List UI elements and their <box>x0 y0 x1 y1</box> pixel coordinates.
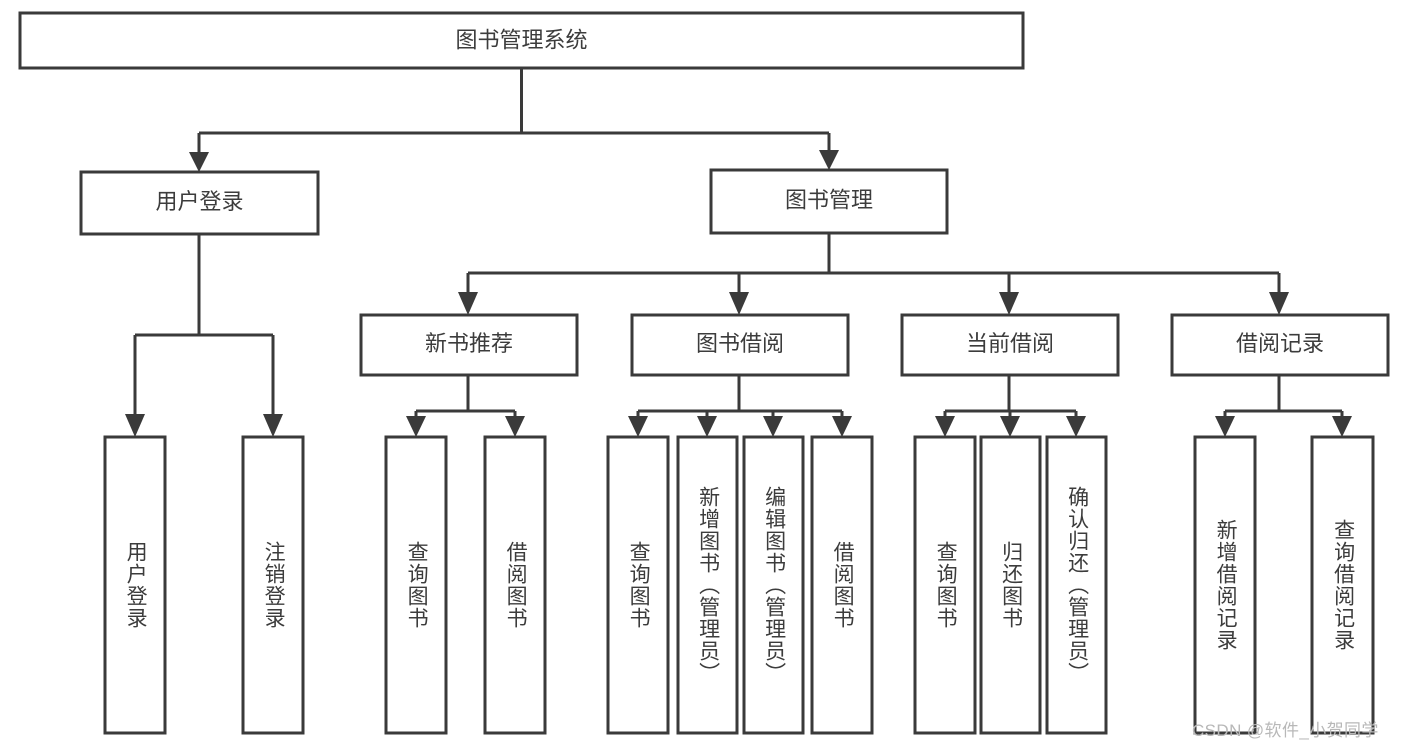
leaf-label: 用户登录 <box>124 541 148 629</box>
arrow-record-leaf2 <box>1332 416 1352 437</box>
node-current-borrow[interactable]: 当前借阅 <box>900 313 1120 377</box>
node-book-management[interactable]: 图书管理 <box>709 168 949 235</box>
leaf-box-user-login[interactable] <box>103 435 167 735</box>
leaf-box-return-book[interactable] <box>979 435 1042 735</box>
node-borrow-record-box[interactable] <box>1170 313 1390 377</box>
leaf-text-borrow-book[interactable]: 借阅图书 <box>812 437 872 733</box>
leaf-text-query-borrow-record[interactable]: 查询借阅记录 <box>1312 437 1373 733</box>
node-book-borrow-label: 图书借阅 <box>696 331 784 356</box>
leaf-box-query-book-current[interactable] <box>913 435 977 735</box>
node-user-login-label: 用户登录 <box>155 189 243 214</box>
arrow-record <box>1269 292 1289 315</box>
leaf-box-query-book-newbook[interactable] <box>384 435 448 735</box>
arrow-newbook-leaf1 <box>406 416 426 437</box>
leaf-text-borrow-book-newbook[interactable]: 借阅图书 <box>485 437 545 733</box>
arrow-book-mgmt <box>819 150 839 170</box>
arrow-borrow-leaf2 <box>697 416 717 437</box>
arrow-record-leaf1 <box>1215 416 1235 437</box>
leaf-box-layer <box>103 435 1375 735</box>
leaf-label: 查询借阅记录 <box>1331 519 1355 651</box>
leaf-text-confirm-return-admin[interactable]: 确认归还（管理员） <box>1047 437 1106 733</box>
node-current-borrow-label: 当前借阅 <box>966 331 1054 356</box>
node-book-borrow-box[interactable] <box>630 313 850 377</box>
leaf-box-query-book-borrow[interactable] <box>606 435 670 735</box>
arrow-current-leaf1 <box>935 416 955 437</box>
node-book-management-label: 图书管理 <box>785 187 873 212</box>
leaf-label: 确认归还（管理员） <box>1065 486 1089 684</box>
node-borrow-record-label: 借阅记录 <box>1236 331 1324 356</box>
node-book-management-box[interactable] <box>709 168 949 235</box>
leaf-box-borrow-book[interactable] <box>810 435 874 735</box>
leaf-label: 注销登录 <box>262 541 286 629</box>
leaf-text-user-login[interactable]: 用户登录 <box>105 437 165 733</box>
arrow-current <box>999 292 1019 315</box>
node-borrow-record[interactable]: 借阅记录 <box>1170 313 1390 377</box>
arrow-userlogin-leaf2 <box>263 414 283 437</box>
node-current-borrow-box[interactable] <box>900 313 1120 377</box>
leaf-box-logout[interactable] <box>241 435 305 735</box>
arrow-borrow-leaf3 <box>763 416 783 437</box>
node-root-label: 图书管理系统 <box>455 27 587 52</box>
arrow-userlogin-leaf1 <box>125 414 145 437</box>
leaf-text-query-book-current[interactable]: 查询图书 <box>915 437 975 733</box>
arrow-newbook-leaf2 <box>505 416 525 437</box>
leaf-text-add-borrow-record[interactable]: 新增借阅记录 <box>1195 437 1255 733</box>
leaf-label: 借阅图书 <box>504 541 528 629</box>
arrow-current-leaf3 <box>1066 416 1086 437</box>
leaf-box-edit-book-admin[interactable] <box>742 435 805 735</box>
leaf-box-add-book-admin[interactable] <box>676 435 739 735</box>
arrow-current-leaf2 <box>1000 416 1020 437</box>
leaf-text-query-book-borrow[interactable]: 查询图书 <box>608 437 668 733</box>
leaf-text-return-book[interactable]: 归还图书 <box>981 437 1040 733</box>
leaf-label: 查询图书 <box>934 541 958 629</box>
leaf-text-edit-book-admin[interactable]: 编辑图书（管理员） <box>744 437 803 733</box>
leaf-label: 归还图书 <box>999 541 1023 629</box>
leaf-text-add-book-admin[interactable]: 新增图书（管理员） <box>678 437 737 733</box>
leaf-box-query-borrow-record[interactable] <box>1310 435 1375 735</box>
leaf-box-borrow-book-newbook[interactable] <box>483 435 547 735</box>
leaf-label: 查询图书 <box>627 541 651 629</box>
leaf-text-logout[interactable]: 注销登录 <box>243 437 303 733</box>
node-book-borrow[interactable]: 图书借阅 <box>630 313 850 377</box>
arrow-borrow-leaf4 <box>832 416 852 437</box>
leaf-label: 新增借阅记录 <box>1214 519 1238 651</box>
arrow-borrow <box>729 292 749 315</box>
leaf-label: 编辑图书（管理员） <box>762 486 786 684</box>
csdn-watermark: CSDN @软件_小贺同学 <box>1192 721 1379 740</box>
node-new-book-recommend-label: 新书推荐 <box>425 331 513 356</box>
arrow-borrow-leaf1 <box>628 416 648 437</box>
leaf-box-confirm-return-admin[interactable] <box>1045 435 1108 735</box>
node-root-box[interactable] <box>18 11 1025 70</box>
node-new-book-recommend-box[interactable] <box>359 313 579 377</box>
leaf-label: 查询图书 <box>405 541 429 629</box>
node-new-book-recommend[interactable]: 新书推荐 <box>359 313 579 377</box>
arrow-user-login <box>189 152 209 172</box>
node-root[interactable]: 图书管理系统 <box>18 11 1025 70</box>
connector-layer <box>125 68 1352 437</box>
leaf-box-add-borrow-record[interactable] <box>1193 435 1257 735</box>
leaf-label: 借阅图书 <box>831 541 855 629</box>
leaf-text-query-book-newbook[interactable]: 查询图书 <box>386 437 446 733</box>
arrow-newbook <box>458 292 478 315</box>
node-user-login[interactable]: 用户登录 <box>79 170 320 236</box>
node-user-login-box[interactable] <box>79 170 320 236</box>
leaf-label: 新增图书（管理员） <box>696 486 720 684</box>
